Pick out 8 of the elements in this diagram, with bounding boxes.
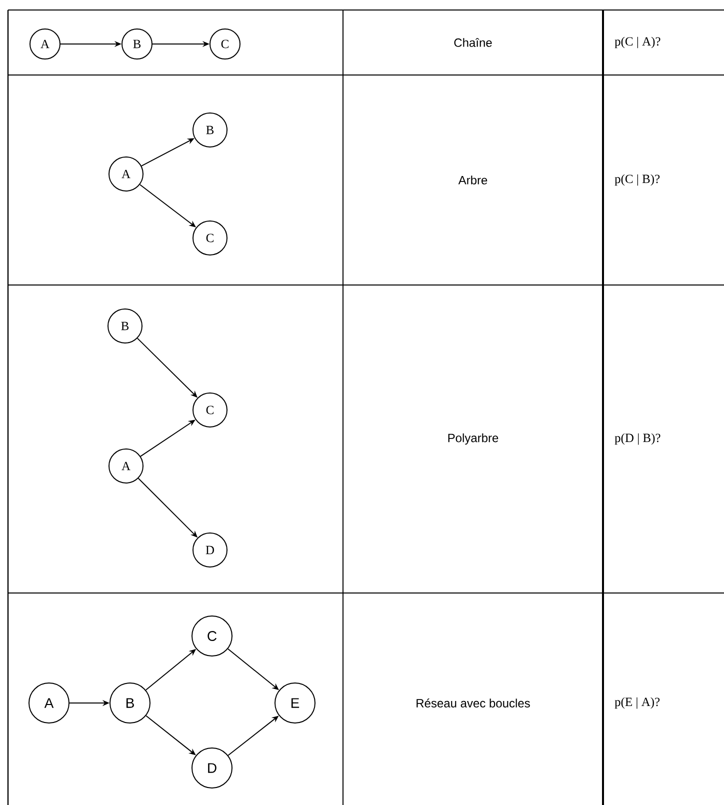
query-cell: p(D | B)? [614, 433, 660, 445]
query-cell: p(E | A)? [614, 697, 660, 709]
query-cell: p(C | B)? [614, 174, 660, 186]
type-cell: Chaîne [454, 38, 492, 47]
query-cell: p(C | A)? [614, 36, 660, 48]
type-cell: Réseau avec boucles [416, 698, 530, 708]
type-cell: Polyarbre [448, 433, 498, 445]
type-cell: Arbre [458, 176, 488, 184]
